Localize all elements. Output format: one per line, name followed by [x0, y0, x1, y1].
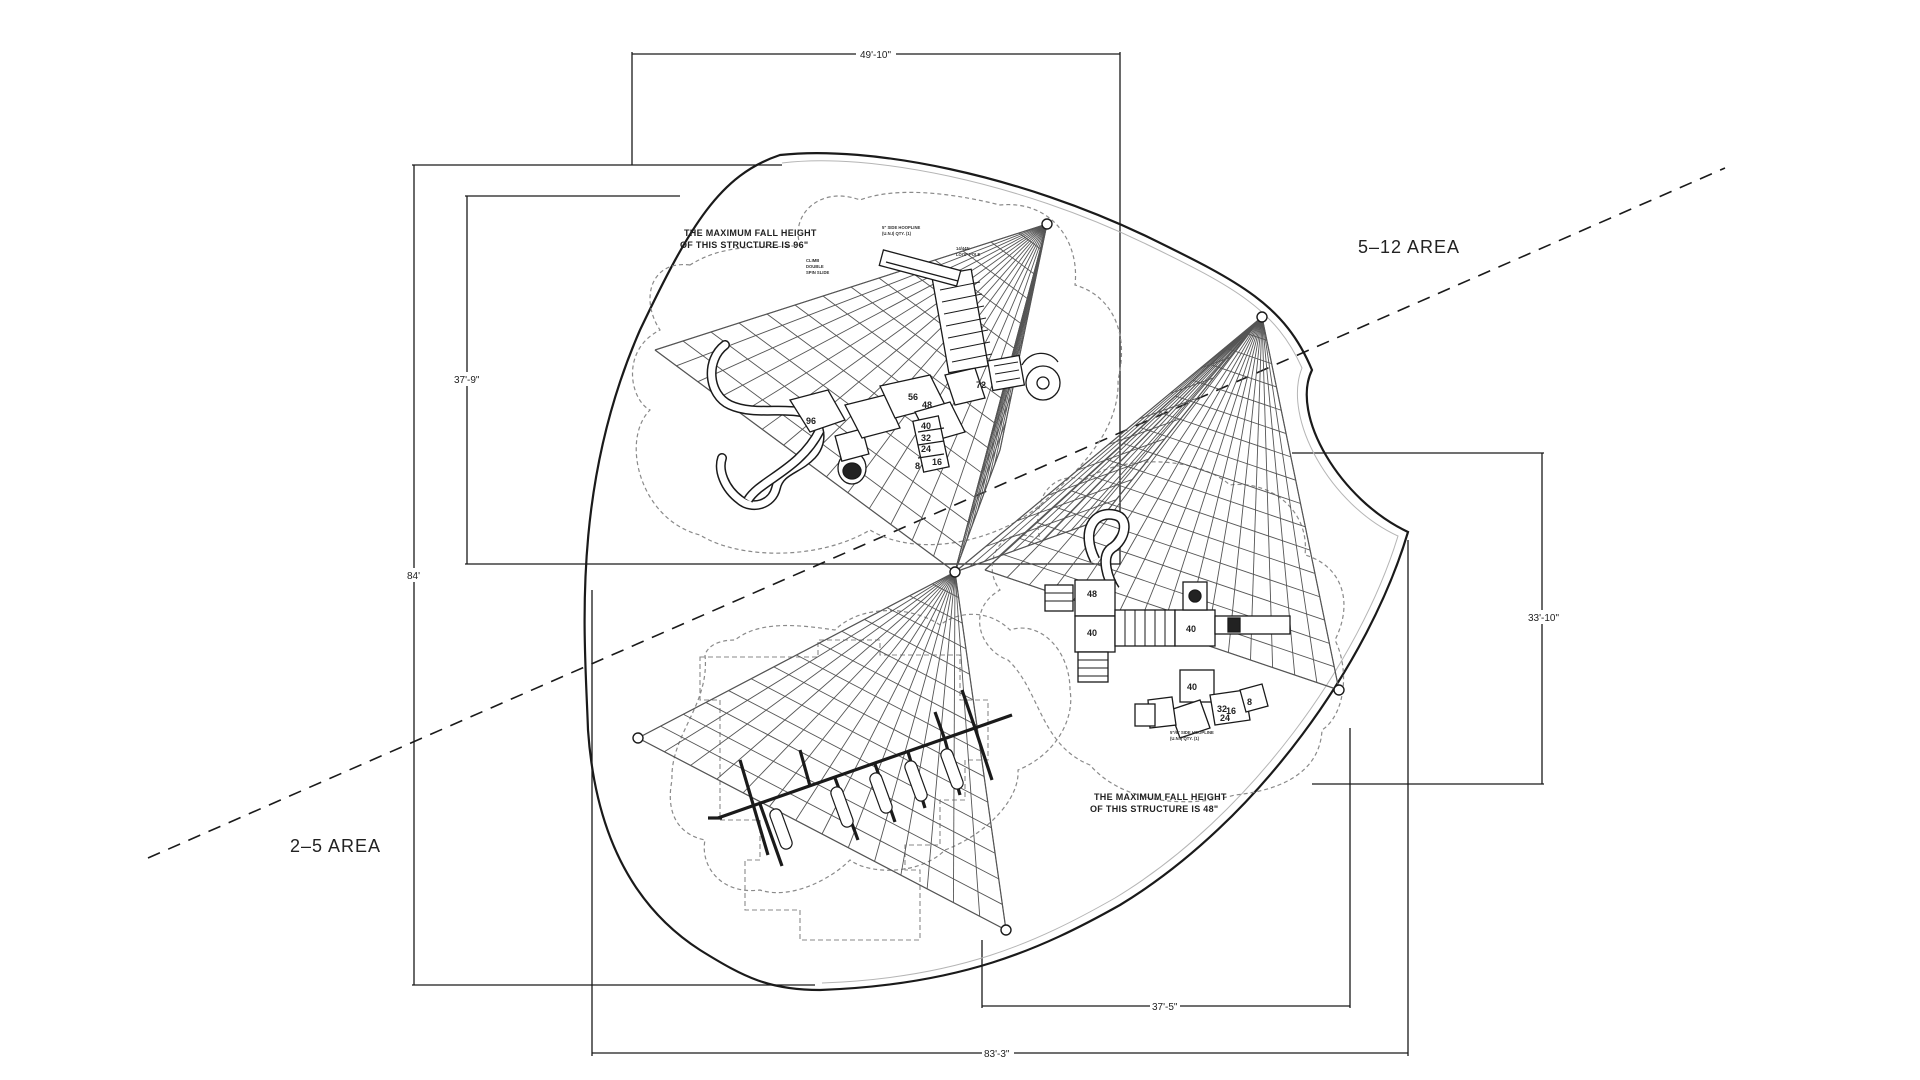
net-strand [1261, 316, 1296, 676]
net-strand [1012, 316, 1263, 552]
area-label-2-5: 2–5 AREA [290, 836, 381, 856]
fall-height-note-top: THE MAXIMUM FALL HEIGHT [684, 228, 817, 238]
dim-bottom-inner: 37'-5" [1152, 1002, 1178, 1013]
net-strand [1099, 316, 1263, 521]
structure-footprint [699, 639, 989, 941]
net-strand [751, 678, 988, 803]
net-strand [874, 571, 956, 862]
deck-label: 96 [806, 416, 816, 426]
net-strand [1205, 316, 1263, 646]
fall-height-note-bottom: OF THIS STRUCTURE IS 48" [1090, 804, 1218, 814]
net-strand [954, 571, 981, 917]
net-strand [728, 690, 992, 829]
net-strand [1077, 438, 1165, 471]
fall-height-note-top: OF THIS STRUCTURE IS 96" [680, 240, 808, 250]
component-note: DOUBLE [806, 264, 824, 269]
net-strand [998, 316, 1263, 557]
dimension-lines [412, 52, 1544, 1056]
dim-left-height: 84' [407, 571, 420, 582]
net-strand [710, 331, 969, 523]
net-strand [954, 571, 1007, 931]
net-strand [983, 316, 1263, 562]
structure-2-5-seats [769, 748, 964, 850]
component-note: 5" SIDE HOOPLINE [882, 225, 920, 230]
net-strand [1250, 316, 1263, 661]
inner-boundary [781, 160, 1399, 984]
net-strand [1227, 316, 1263, 653]
component-note: 14/44N [956, 246, 970, 251]
deck-label: 24 [921, 444, 931, 454]
net-strand [952, 571, 956, 903]
net-strand [900, 571, 956, 876]
net-strand [705, 702, 996, 854]
net-strand [1108, 418, 1182, 445]
deck-label: 72 [976, 380, 986, 390]
net-strand [1046, 458, 1149, 496]
net-strand [966, 421, 1007, 529]
net-strand [637, 571, 956, 739]
area-divider-line [147, 167, 1726, 859]
net-strand [954, 223, 1048, 573]
net-strand [796, 654, 981, 752]
deck-label: 16 [1226, 706, 1236, 716]
net-strand [1261, 316, 1274, 668]
deck-label: 24 [1220, 713, 1230, 723]
net-strand [660, 725, 1003, 905]
net-strand [969, 316, 1263, 568]
dimension-labels: 49'-10" 84' 37'-9" 33'-10" 37'-5" 83'-3" [406, 48, 1559, 1060]
deck-label: 48 [922, 400, 932, 410]
area-label-5-12: 5–12 AREA [1358, 237, 1460, 257]
deck-label: 56 [908, 392, 918, 402]
net-strand [847, 571, 956, 848]
post-tops [632, 218, 1345, 936]
net-strand [766, 313, 982, 473]
deck-label: 16 [932, 457, 942, 467]
structure-5-12 [706, 249, 1061, 511]
deck-label: 48 [1087, 589, 1097, 599]
component-note: SPIN SLIDE [806, 270, 829, 275]
deck-label: 32 [921, 433, 931, 443]
component-note: LOOP POLE [956, 252, 981, 257]
component-note: (U.N.I) QTY. (1) [882, 231, 912, 236]
site-boundary [583, 152, 1410, 992]
net-strand [1261, 316, 1318, 683]
net-strand [954, 519, 1101, 573]
dim-inner-left-height: 37'-9" [454, 375, 480, 386]
component-note: CLIMB [806, 258, 819, 263]
net-strand [654, 223, 1048, 351]
net-strand [954, 449, 1001, 573]
net-strand [985, 499, 1117, 547]
deck-label: 40 [921, 421, 931, 431]
net-strand [637, 737, 1007, 931]
net-strand [1261, 316, 1340, 691]
deck-label: 40 [1187, 682, 1197, 692]
dim-top-width: 49'-10" [860, 50, 891, 61]
net-strand [954, 316, 1263, 573]
net-strand [1106, 458, 1306, 528]
deck-label: 8 [1247, 697, 1252, 707]
use-zones [632, 191, 1345, 894]
deck-label: 8 [915, 461, 920, 471]
component-note: 5"/6" SIDE HOOPLINE [1170, 730, 1214, 735]
net-strand [933, 223, 1048, 557]
dim-bottom-total: 83'-3" [984, 1049, 1010, 1060]
deck-height-labels: 96 56 48 40 32 24 16 8 72 48 40 40 40 32… [806, 380, 1252, 723]
net-strand [999, 223, 1048, 451]
dim-right-height: 33'-10" [1528, 613, 1559, 624]
net-strand [1016, 478, 1133, 522]
deck-label: 32 [1217, 704, 1227, 714]
fall-height-note-bottom: THE MAXIMUM FALL HEIGHT [1094, 792, 1227, 802]
structure-right [1044, 508, 1291, 739]
component-note: (U.N.I) QTY. (1) [1170, 736, 1200, 741]
deck-label: 40 [1087, 628, 1097, 638]
deck-label: 40 [1186, 624, 1196, 634]
